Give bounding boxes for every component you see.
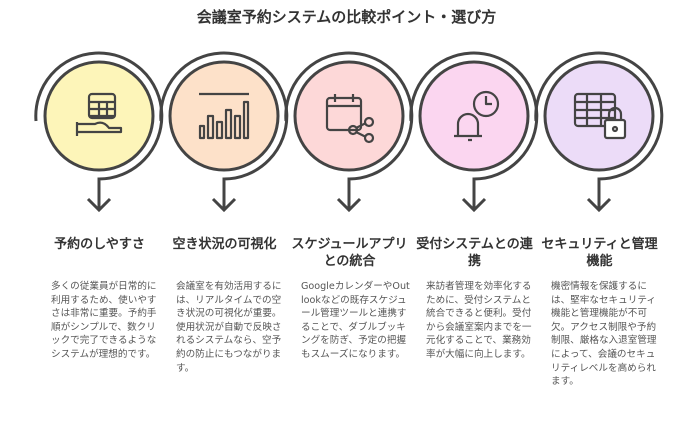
step-description: 多くの従業員が日常的に利用するため、使いやすさは非常に重要。予約手順がシンプルで… xyxy=(51,281,157,360)
arrow-connector xyxy=(534,51,664,210)
table-lock-icon xyxy=(573,92,627,140)
step-4-graphic xyxy=(409,51,539,213)
step-3-graphic xyxy=(284,51,414,213)
arrow-down-icon xyxy=(86,197,112,213)
step-5-graphic xyxy=(534,51,664,213)
step-5: セキュリティと管理機能機密情報を保護するには、堅牢なセキュリティ機能と管理機能が… xyxy=(537,236,662,389)
page-title: 会議室予約システムの比較ポイント・選び方 xyxy=(196,8,497,26)
step-2-graphic xyxy=(159,51,289,213)
step-description: GoogleカレンダーやOutlookなどの既存スケジュール管理ツールと連携する… xyxy=(301,281,410,360)
arrow-down-icon xyxy=(211,197,237,213)
arrow-connector xyxy=(284,51,414,210)
arrow-down-icon xyxy=(461,197,487,213)
step-circle xyxy=(168,60,280,172)
arrow-connector xyxy=(34,51,164,210)
step-4: 受付システムとの連携来訪者管理を効率化するために、受付システムと統合できると便利… xyxy=(412,236,537,362)
step-1: 予約のしやすさ多くの従業員が日常的に利用するため、使いやすさは非常に重要。予約手… xyxy=(37,236,162,362)
step-description: 会議室を有効活用するには、リアルタイムでの空き状況の可視化が重要。使用状況が自動… xyxy=(176,281,282,374)
step-heading: 予約のしやすさ xyxy=(54,237,145,252)
arrow-down-icon xyxy=(336,197,362,213)
step-heading: セキュリティと管理機能 xyxy=(541,237,658,269)
arrow-down-icon xyxy=(586,197,612,213)
step-heading: 空き状況の可視化 xyxy=(172,237,277,252)
step-2: 空き状況の可視化会議室を有効活用するには、リアルタイムでの空き状況の可視化が重要… xyxy=(162,236,287,375)
bar-chart-icon xyxy=(198,92,250,140)
step-circle xyxy=(293,60,405,172)
step-heading: スケジュールアプリとの統合 xyxy=(291,237,408,269)
step-circle xyxy=(543,60,655,172)
bell-clock-icon xyxy=(454,90,500,142)
step-heading: 受付システムとの連携 xyxy=(416,237,533,269)
step-3: スケジュールアプリとの統合 GoogleカレンダーやOutlookなどの既存スケジ… xyxy=(287,236,412,362)
calendar-share-icon xyxy=(325,94,375,144)
step-description: 来訪者管理を効率化するために、受付システムと統合できると便利。受付から会議室案内… xyxy=(426,281,532,360)
step-description: 機密情報を保護するには、堅牢なセキュリティ機能と管理機能が不可欠。アクセス制限や… xyxy=(551,281,657,388)
arrow-connector xyxy=(159,51,289,210)
step-1-graphic xyxy=(34,51,164,213)
calendar-hand-icon xyxy=(75,92,123,136)
arrow-connector xyxy=(409,51,539,210)
